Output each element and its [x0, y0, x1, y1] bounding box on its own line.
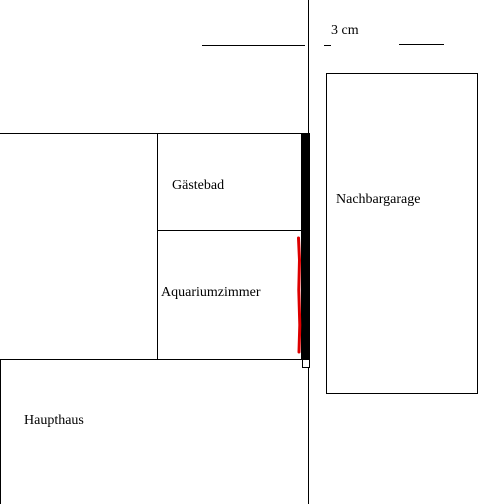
wall-corner-square: [302, 359, 310, 368]
thick-wall: [301, 133, 310, 360]
dimension-marker: 3 cm: [202, 23, 444, 46]
dimension-label: 3 cm: [331, 23, 359, 38]
neighbor-garage: [326, 73, 478, 394]
marked-wall-segment: [297, 236, 302, 354]
guest-bath-label: Gästebad: [172, 178, 224, 193]
main-house: [0, 359, 309, 504]
aquarium-room-label: Aquariumzimmer: [161, 285, 261, 300]
neighbor-garage-label: Nachbargarage: [336, 192, 420, 207]
aquarium-room: [157, 230, 304, 360]
main-house-label: Haupthaus: [24, 413, 84, 428]
guest-bath-room: [157, 133, 304, 231]
